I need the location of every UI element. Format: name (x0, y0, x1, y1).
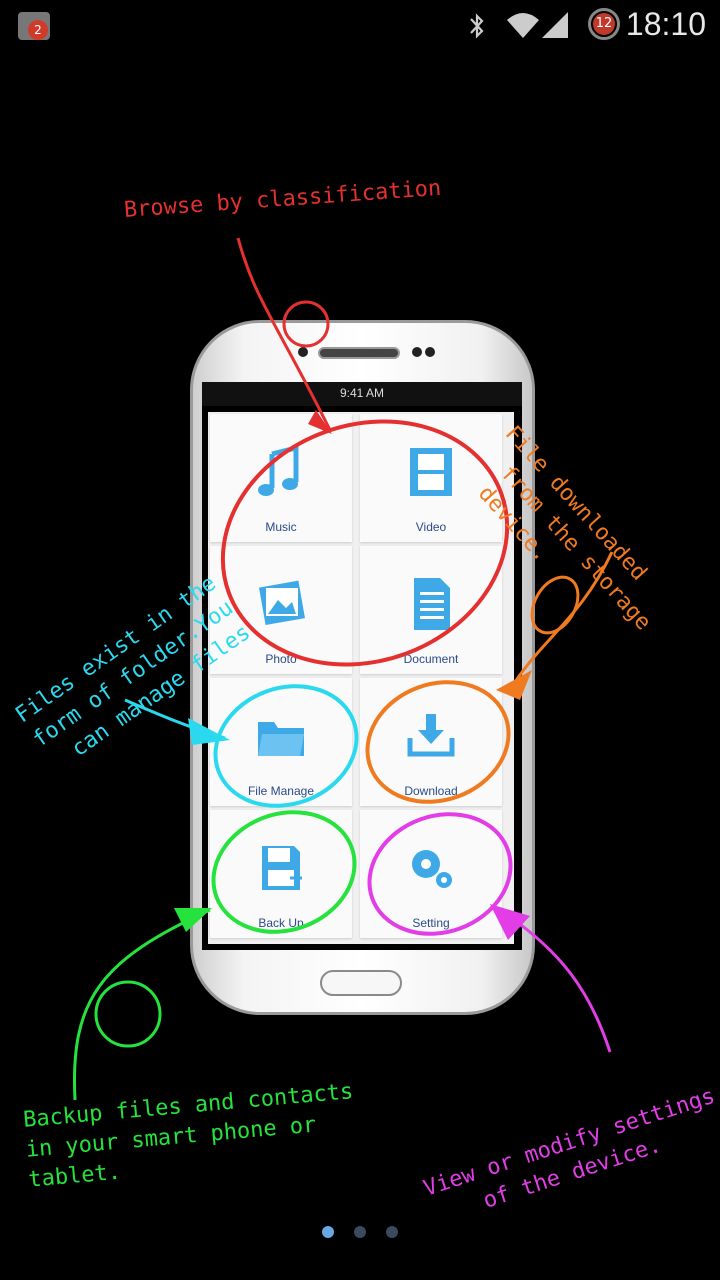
annotation-setting: View or modify settings of the device. (420, 1083, 719, 1231)
home-button (320, 970, 402, 996)
tile-label: Setting (412, 916, 450, 930)
tile-label: Video (415, 520, 447, 534)
tile-label: Back Up (258, 916, 304, 930)
tile-label: Document (403, 652, 459, 666)
photo-icon (258, 580, 305, 626)
signal-icon (542, 12, 568, 38)
phone-illustration: 9:41 AM Music Video (190, 320, 535, 1015)
tile-label: Music (265, 520, 297, 534)
clock: 18:10 (625, 6, 706, 42)
tile-music[interactable]: Music (210, 414, 352, 542)
wifi-icon (507, 13, 539, 38)
download-icon (407, 714, 455, 757)
phone-status-time: 9:41 AM (339, 386, 385, 400)
page-dot-2[interactable] (354, 1226, 366, 1238)
music-note-icon (258, 444, 299, 496)
tile-file-manage[interactable]: File Manage (210, 678, 352, 806)
tile-label: Download (404, 784, 458, 798)
bluetooth-icon (470, 13, 484, 39)
document-icon (414, 578, 450, 630)
tile-back-up[interactable]: Back Up (210, 810, 352, 938)
status-bar: 2 12 18:10 (0, 0, 720, 50)
floppy-icon (262, 846, 302, 890)
phone-status-bar: 9:41 AM (202, 382, 522, 406)
annotation-browse: Browse by classification (123, 175, 442, 223)
counter-icon: 12 (588, 8, 620, 40)
film-strip-icon (410, 448, 452, 496)
page-dot-3[interactable] (386, 1226, 398, 1238)
page-indicator (0, 1226, 720, 1242)
tile-document[interactable]: Document (360, 546, 502, 674)
notification-badge: 2 (28, 20, 48, 40)
counter-value: 12 (593, 13, 615, 35)
sensor-icon (412, 347, 422, 357)
notification-icon: 2 (18, 12, 50, 40)
tile-label: File Manage (247, 784, 315, 798)
page-dot-1[interactable] (322, 1226, 334, 1238)
annotation-backup: Backup files and contacts in your smart … (22, 1079, 355, 1193)
camera-icon (298, 347, 308, 357)
tile-download[interactable]: Download (360, 678, 502, 806)
folder-icon (258, 722, 304, 756)
tile-setting[interactable]: Setting (360, 810, 502, 938)
sensor-icon (425, 347, 435, 357)
gear-icon (412, 850, 452, 888)
phone-speaker (318, 347, 400, 359)
